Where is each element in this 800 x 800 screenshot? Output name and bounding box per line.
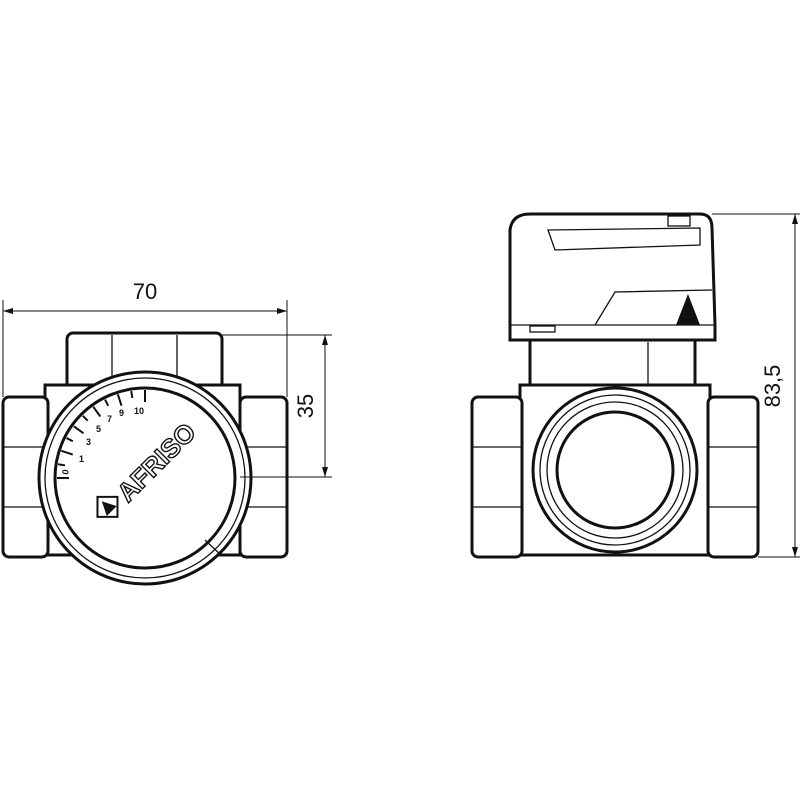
dial-tick [104,399,110,407]
right-port-side [706,395,760,559]
dimension-height-front-label: 35 [293,394,318,418]
dial-tick [57,463,66,467]
dial-tick [60,449,74,456]
dial-tick [66,437,74,443]
dimension-height-total: 83,5 [712,213,800,558]
left-port-side [470,395,524,559]
dimension-height-front: 35 [222,334,332,478]
dial-ticks [57,390,146,479]
dial-face[interactable] [53,386,237,570]
dial-label-5: 5 [96,424,101,434]
dial-label-7: 7 [107,414,112,424]
dial-label-1: 1 [79,454,84,464]
warning-triangle-icon [676,294,700,325]
dial-label-10: 10 [134,406,144,416]
dial-label-3: 3 [86,437,91,447]
dial-label-9: 9 [119,408,124,418]
dimension-height-total-label: 83,5 [760,365,785,408]
dimension-width: 70 [2,279,288,397]
actuator-housing[interactable] [508,212,717,342]
dial-tick [82,415,89,422]
actuator-neck [528,338,697,390]
dial-tick [92,406,102,418]
front-view: 0 1 3 5 7 9 10 AFRISO [1,331,289,586]
dial-tick [130,390,134,399]
dial-tick [73,425,85,435]
dimension-width-label: 70 [133,279,157,304]
dial-tick [116,393,123,407]
side-view [470,212,760,559]
dial-label-0: 0 [60,469,71,476]
